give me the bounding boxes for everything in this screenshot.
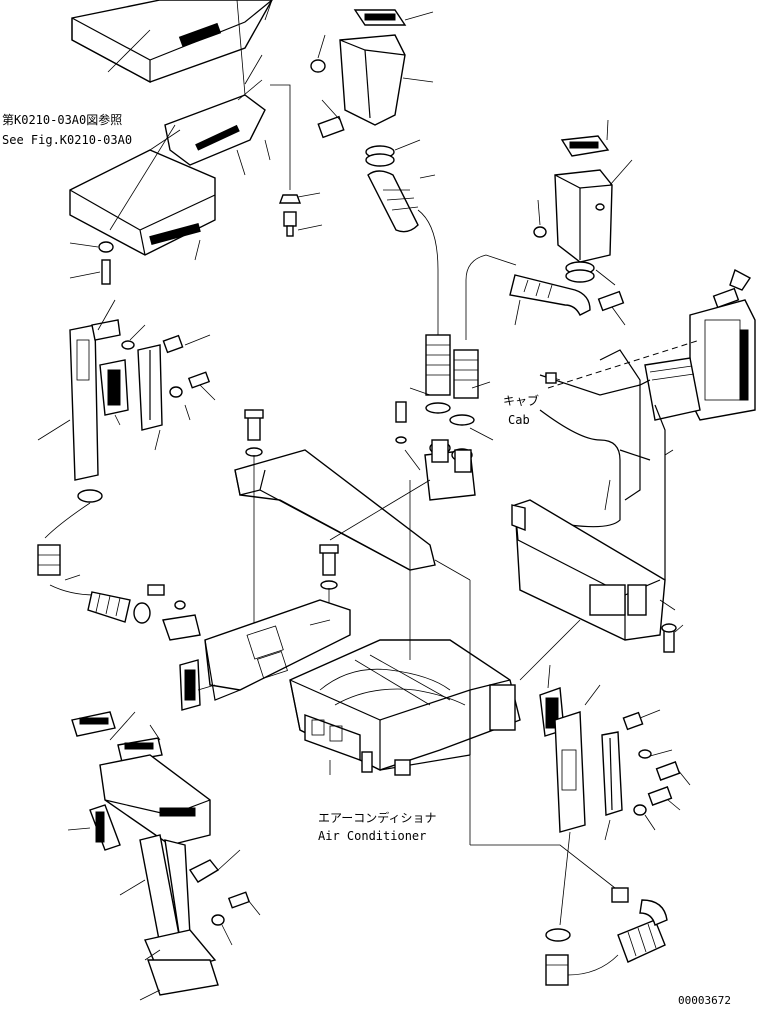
air-conditioner-unit (289, 639, 521, 776)
duct-box-left (69, 94, 266, 256)
duct-outlet-right (533, 119, 633, 286)
hose-top (365, 139, 439, 340)
ref-label-en: See Fig.K0210-03A0 (2, 133, 132, 147)
vertical-duct-left (37, 299, 216, 481)
duct-joint-centre (395, 401, 476, 501)
cab-label-en: Cab (508, 413, 530, 427)
wing-bolt-right (712, 268, 752, 309)
mounting-bracket-centre (234, 409, 436, 650)
cab-label-jp: キャブ (503, 393, 539, 408)
duct-outlet-top (310, 9, 434, 139)
vertical-duct-right (539, 664, 691, 841)
bolt-pair-top (270, 84, 323, 237)
cover-box-top (71, 0, 273, 84)
corrugated-hoses-centre (409, 254, 517, 441)
ref-label-jp: 第K0210-03A0図参照 (2, 112, 122, 127)
plenum-box-right (511, 499, 684, 653)
drawing-number: 00003672 (678, 994, 731, 1007)
column-duct-bottom-left (67, 711, 261, 1001)
cab-frame (529, 299, 756, 580)
hose-chain-left (37, 489, 201, 641)
corrugated-hose-right (509, 274, 626, 326)
ac-label-en: Air Conditioner (318, 829, 426, 843)
frame-bracket-left (179, 599, 351, 711)
hose-chain-right (469, 755, 668, 986)
ac-label-jp: エアーコンディショナ (318, 810, 436, 825)
screw-washer-left (69, 241, 114, 285)
